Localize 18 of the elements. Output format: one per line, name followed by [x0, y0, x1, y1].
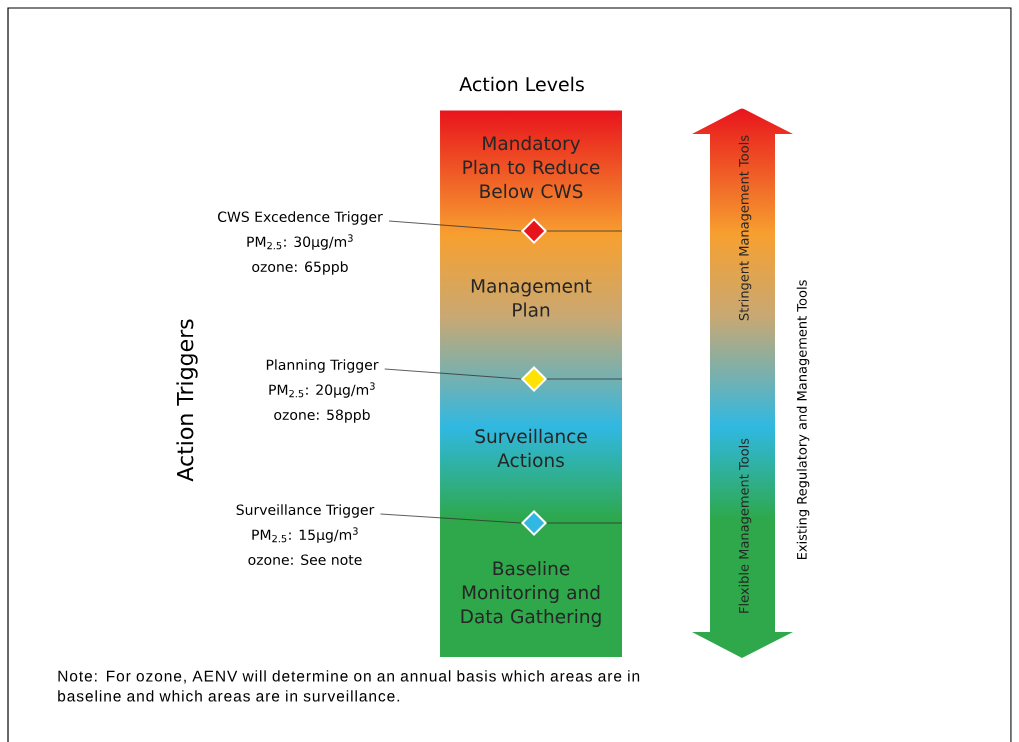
- diamond-marker: [521, 510, 547, 536]
- level-label: Management Plan: [471, 279, 592, 317]
- axis-title: Action Triggers: [176, 319, 198, 482]
- leader-line: [388, 220, 522, 232]
- leader-line: [384, 368, 522, 380]
- double-arrow: Stringent Management Tools Flexible Management Tools: [738, 135, 752, 613]
- diamond-marker: [521, 366, 547, 392]
- leader-line: [380, 513, 522, 524]
- diamond-marker: [521, 218, 547, 244]
- trigger-label: Planning Trigger PM$_{2.5}$: 20µg/m$^{3}$ ozone: 58ppb: [266, 359, 379, 423]
- side-label: Existing Regulatory and Management Tools: [796, 280, 810, 560]
- trigger-label: CWS Excedence Trigger PM$_{2.5}$: 30µg/m$^{3}$ ozone: 65ppb: [218, 211, 383, 275]
- level-label: Mandatory Plan to Reduce Below CWS: [463, 135, 600, 199]
- title: Action Levels: [459, 76, 584, 92]
- note: Note: For ozone, AENV will determine on an annual basis which areas are in baseline and which areas are in surveillance.: [58, 670, 640, 702]
- trigger-label: Surveillance Trigger PM$_{2.5}$: 15µg/m$^{3}$ ozone: See note: [236, 504, 375, 566]
- level-label: Surveillance Actions: [475, 428, 587, 468]
- level-label: Baseline Monitoring and Data Gathering: [461, 561, 601, 627]
